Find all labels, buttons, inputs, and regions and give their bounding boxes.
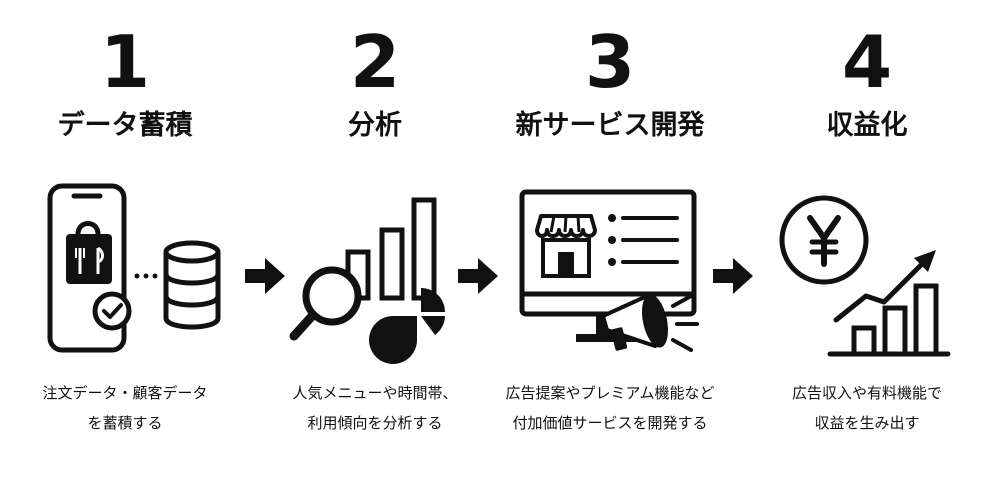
list-icon	[608, 214, 679, 266]
growth-chart-icon	[827, 283, 951, 357]
step-1: 1 データ蓄積	[0, 0, 250, 481]
step-description: 広告提案やプレミアム機能など 付加価値サービスを開発する	[485, 378, 735, 438]
bar-chart-icon	[345, 197, 437, 301]
step-description-line2: を蓄積する	[87, 414, 163, 432]
step-number: 1	[99, 20, 151, 104]
database-icon	[163, 240, 221, 330]
megaphone-icon	[601, 294, 699, 352]
step-4: 4 収益化 広告収入や有料機能で 収益を生み出す	[742, 0, 992, 481]
step-description-line2: 利用傾向を分析する	[307, 414, 443, 432]
pie-chart-icon	[369, 288, 445, 364]
step-number: 2	[349, 20, 401, 104]
monetization-illustration	[779, 195, 951, 357]
step-description-line2: 付加価値サービスを開発する	[512, 414, 708, 432]
check-circle-icon	[92, 291, 132, 331]
step-description-line1: 注文データ・顧客データ	[42, 384, 208, 402]
step-description: 広告収入や有料機能で 収益を生み出す	[742, 378, 992, 438]
step-description: 注文データ・顧客データ を蓄積する	[0, 378, 250, 438]
yen-coin-icon	[779, 195, 869, 285]
analysis-illustration	[289, 197, 445, 364]
step-title: 収益化	[826, 110, 908, 141]
step-title: 分析	[348, 110, 402, 141]
step-description-line1: 広告収入や有料機能で	[791, 384, 942, 402]
data-storage-illustration	[47, 183, 221, 353]
step-title: 新サービス開発	[515, 110, 705, 141]
step-3: 3 新サービス開発	[485, 0, 735, 481]
step-description-line1: 人気メニューや時間帯、	[292, 384, 458, 402]
step-number: 3	[584, 20, 636, 104]
step-title: データ蓄積	[57, 110, 193, 141]
shopping-bag-icon	[66, 221, 112, 284]
step-number: 4	[841, 20, 893, 104]
magnifier-icon	[289, 266, 362, 341]
dotted-connector-icon	[134, 273, 158, 279]
arrow-right-icon	[245, 258, 285, 294]
step-description-line1: 広告提案やプレミアム機能など	[505, 384, 715, 402]
storefront-icon	[535, 214, 597, 278]
smartphone-icon	[47, 183, 127, 353]
step-description-line2: 収益を生み出す	[814, 414, 920, 432]
arrow-right-icon	[458, 258, 498, 294]
service-development-illustration	[519, 189, 699, 352]
step-2: 2 分析 人気メニューや時間帯、 利用傾向を分析する	[250, 0, 500, 481]
arrow-right-icon	[713, 258, 753, 294]
trend-arrow-icon	[833, 250, 936, 323]
step-description: 人気メニューや時間帯、 利用傾向を分析する	[250, 378, 500, 438]
fork-knife-icon	[75, 246, 104, 274]
